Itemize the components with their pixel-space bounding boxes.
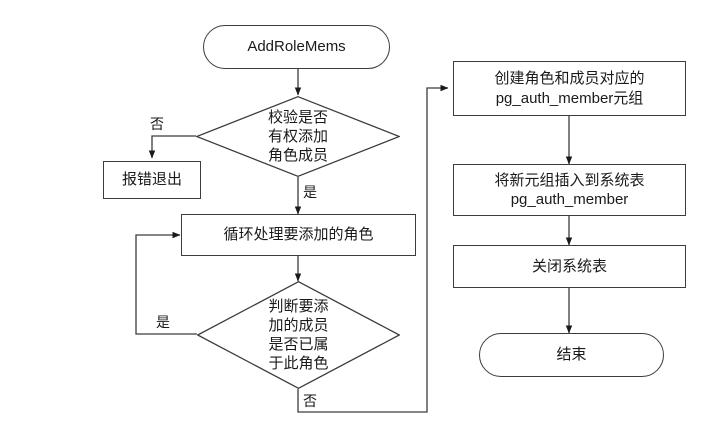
node-close-table: 关闭系统表	[453, 245, 686, 288]
node-insert-tuple-line2: pg_auth_member	[510, 191, 629, 208]
node-loop-roles: 循环处理要添加的角色	[181, 214, 416, 256]
node-check-member-line4: 于此角色	[268, 355, 329, 373]
node-check-permission-line1: 校验是否	[267, 108, 328, 126]
node-insert-tuple: 将新元组插入到系统表 pg_auth_member	[453, 164, 686, 216]
node-start-label: AddRoleMems	[247, 38, 346, 56]
diamond-shape-icon	[197, 281, 400, 389]
node-end-label: 结束	[556, 346, 587, 364]
node-create-tuple-line1: 创建角色和成员对应的	[494, 70, 645, 88]
node-close-table-label: 关闭系统表	[531, 257, 607, 275]
node-create-tuple-line2: pg_auth_member元组	[495, 89, 644, 107]
node-check-member-line3: 是否已属	[268, 336, 329, 353]
edge-label-permission-no: 否	[150, 116, 164, 132]
node-insert-tuple-line1: 将新元组插入到系统表	[494, 171, 645, 189]
edge-label-permission-yes: 是	[303, 184, 317, 200]
node-check-permission-text: 校验是否 有权添加 角色成员	[225, 108, 372, 166]
node-check-permission-line2: 有权添加	[267, 127, 328, 145]
node-error-exit: 报错退出	[103, 161, 201, 199]
node-check-member: 判断要添 加的成员 是否已属 于此角色	[197, 281, 400, 389]
node-error-exit-label: 报错退出	[121, 171, 182, 189]
edge-label-member-no: 否	[303, 393, 317, 409]
node-check-permission-line3: 角色成员	[267, 147, 328, 165]
node-check-member-line1: 判断要添	[268, 297, 329, 315]
node-loop-roles-label: 循环处理要添加的角色	[223, 226, 374, 244]
node-start: AddRoleMems	[203, 25, 390, 69]
edge-label-member-yes: 是	[156, 314, 170, 330]
node-check-member-text: 判断要添 加的成员 是否已属 于此角色	[225, 297, 371, 374]
node-create-tuple: 创建角色和成员对应的 pg_auth_member元组	[453, 61, 686, 116]
diamond-shape-icon	[196, 96, 400, 177]
node-end: 结束	[479, 333, 664, 377]
node-check-permission: 校验是否 有权添加 角色成员	[196, 96, 400, 177]
node-check-member-line2: 加的成员	[268, 316, 329, 334]
